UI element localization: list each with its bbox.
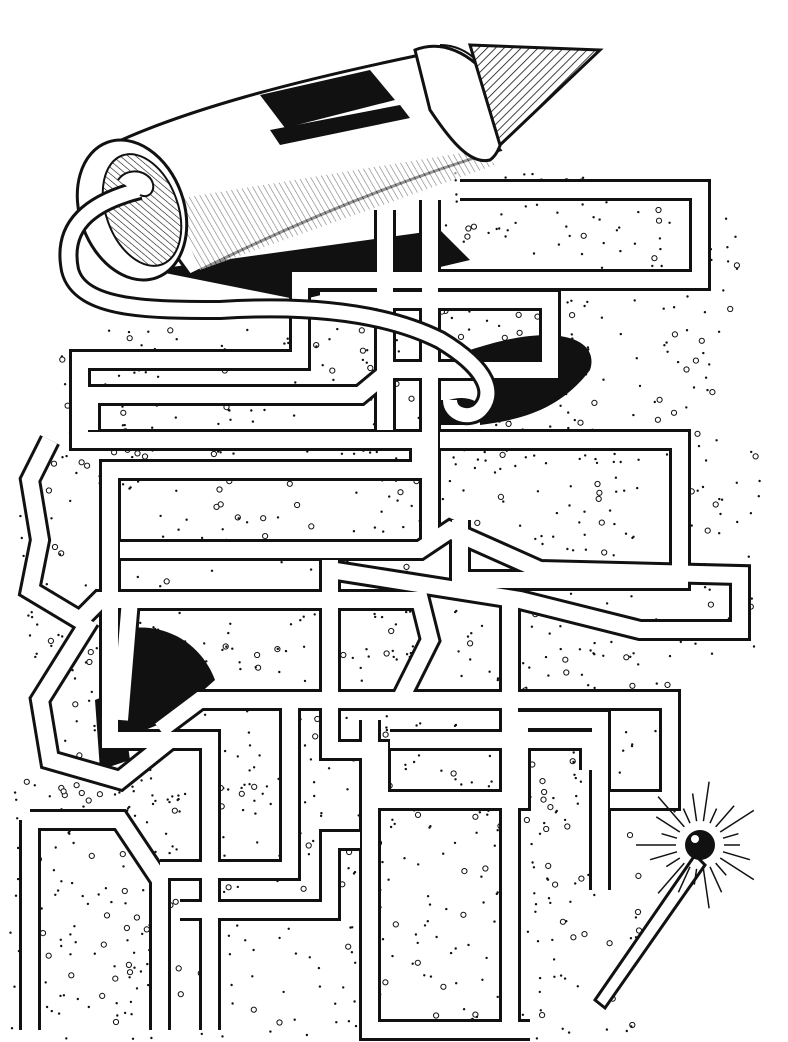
flame-ray: [722, 851, 751, 861]
flame-ray: [657, 862, 685, 894]
flame-ray: [649, 851, 678, 861]
fuse-icon: [58, 170, 498, 426]
flame-ray: [719, 809, 755, 833]
maze-corridor-interior: [30, 812, 168, 1030]
maze-corridor-interior: [31, 615, 175, 789]
flame-ray: [693, 868, 698, 885]
flame-ray: [702, 868, 710, 909]
maze-corridor[interactable]: [440, 429, 691, 591]
maze-corridor-interior: [120, 520, 748, 638]
flame-ray: [709, 808, 718, 824]
maze-corridor-interior: [72, 182, 708, 1030]
flame-ray: [715, 862, 727, 876]
maze-corridor-interior: [160, 700, 298, 878]
maze-corridor-interior: [440, 432, 688, 588]
maze-corridor-interior: [280, 692, 678, 808]
flame-ray: [715, 805, 735, 828]
flame-ray: [722, 832, 739, 839]
flame-ray: [655, 816, 681, 833]
flame-icon: [636, 781, 755, 909]
maze-corridor-interior: [180, 832, 360, 918]
flame-ray: [657, 796, 685, 828]
maze-corridor-interior: [362, 720, 530, 1038]
flame-ray: [719, 857, 755, 881]
maze-corridor-interior: [390, 732, 598, 770]
flame-ray: [702, 781, 710, 822]
flame-ray: [661, 832, 678, 839]
maze-paths[interactable]: [17, 179, 751, 1041]
flame-ray: [691, 793, 698, 822]
maze-corridor-interior: [82, 292, 558, 430]
match-icon: [592, 830, 715, 1011]
flame-ray: [682, 808, 691, 824]
maze-corridor-interior: [112, 599, 138, 721]
maze-corridor-interior: [322, 560, 608, 890]
flame-ray: [677, 866, 691, 893]
flame-ray: [709, 866, 723, 893]
flame-ray: [665, 857, 681, 868]
